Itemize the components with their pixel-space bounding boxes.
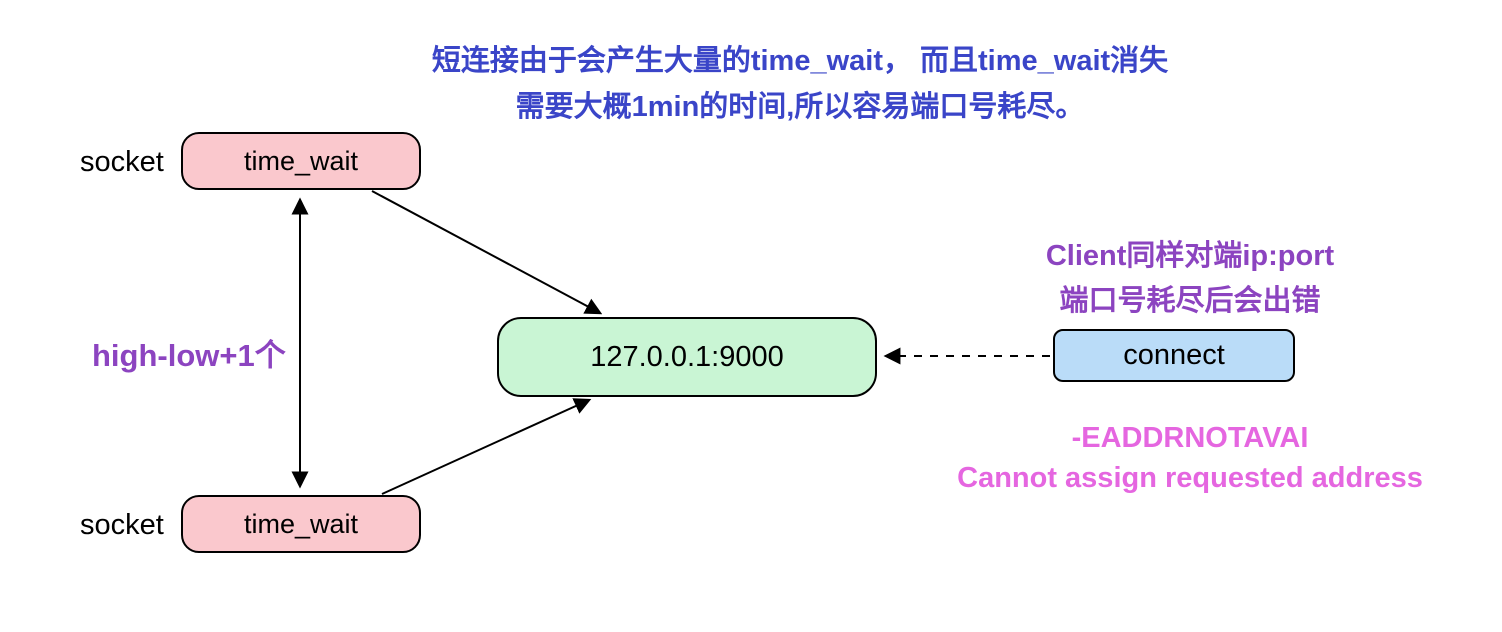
- diagram-title: 短连接由于会产生大量的time_wait， 而且time_wait消失 需要大概…: [230, 38, 1370, 130]
- client-note-line1: Client同样对端ip:port: [1045, 240, 1335, 272]
- server-node: 127.0.0.1:9000: [497, 317, 877, 397]
- connect-node: connect: [1053, 329, 1295, 382]
- diagram-title-line1: 短连接由于会产生大量的time_wait， 而且time_wait消失: [431, 45, 1169, 77]
- arrow-bottom-timewait-to-server: [381, 398, 592, 495]
- diagram-title-line2: 需要大概1min的时间,所以容易端口号耗尽。: [515, 91, 1085, 123]
- port-range-note: high-low+1个: [92, 338, 286, 373]
- timewait-node-bottom: time_wait: [181, 495, 421, 553]
- connect-node-label: connect: [1123, 339, 1225, 371]
- socket-label-bottom: socket: [80, 509, 164, 541]
- error-note-line1: -EADDRNOTAVAI: [1071, 422, 1309, 454]
- timewait-node-top: time_wait: [181, 132, 421, 190]
- socket-label-top: socket: [80, 146, 164, 178]
- error-note: -EADDRNOTAVAI Cannot assign requested ad…: [900, 418, 1480, 498]
- error-note-line2: Cannot assign requested address: [957, 462, 1423, 494]
- client-note: Client同样对端ip:port 端口号耗尽后会出错: [960, 234, 1420, 324]
- client-note-line2: 端口号耗尽后会出错: [1059, 285, 1321, 317]
- arrow-top-timewait-to-server: [371, 190, 603, 315]
- server-address-label: 127.0.0.1:9000: [590, 340, 784, 373]
- timewait-node-bottom-label: time_wait: [243, 508, 359, 539]
- timewait-node-top-label: time_wait: [243, 145, 359, 176]
